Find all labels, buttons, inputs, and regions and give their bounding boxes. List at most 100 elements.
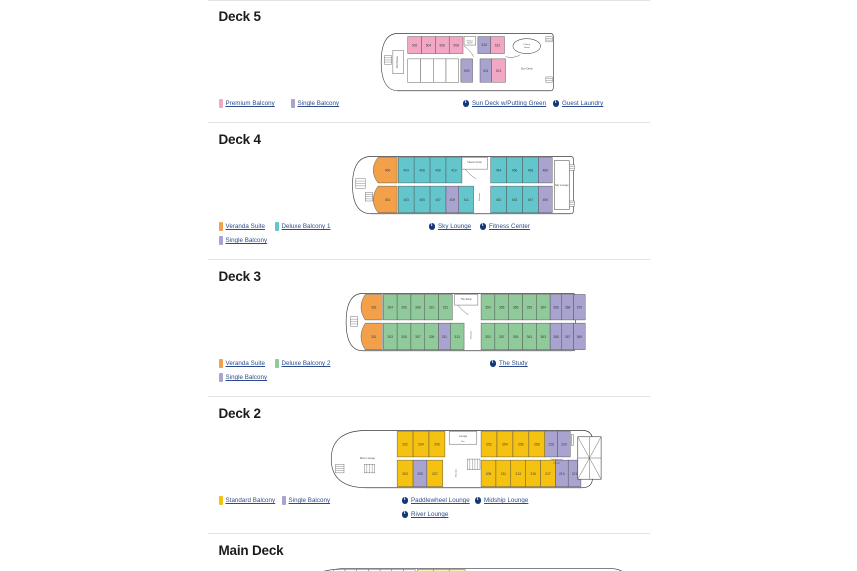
deck-structure xyxy=(453,294,478,306)
cabin-508[interactable] xyxy=(448,36,463,54)
deck-structure xyxy=(419,58,433,83)
room-label: 401 xyxy=(384,198,390,202)
legend-label: Paddlewheel Lounge xyxy=(411,497,470,504)
cabin-301[interactable] xyxy=(360,322,382,350)
cabin-number: 307 xyxy=(415,335,421,339)
room-label: Elevator xyxy=(478,193,481,201)
cabin-number: 252 xyxy=(486,443,492,447)
info-icon: i xyxy=(552,100,559,107)
cabin-number: 370 xyxy=(576,306,582,310)
cabin-302[interactable] xyxy=(360,294,382,321)
cabin-number: 502 xyxy=(411,44,417,48)
corridor-line xyxy=(463,45,474,57)
room-label: River Lounge xyxy=(359,456,375,460)
legend-item-single-balcony[interactable]: Single Balcony xyxy=(281,496,331,505)
cabin-number: 207 xyxy=(432,472,438,476)
cabin-206[interactable] xyxy=(428,431,445,458)
cabin-number: 411 xyxy=(463,198,468,202)
cabin-401[interactable] xyxy=(372,185,397,213)
legend-label: Veranda Suite xyxy=(225,360,266,367)
cabin-104[interactable] xyxy=(416,569,433,571)
cabin-509[interactable] xyxy=(460,58,473,83)
cabin-number: 508 xyxy=(453,44,459,48)
room-label: The Study xyxy=(460,298,472,301)
single-balcony-swatch xyxy=(218,373,223,382)
cabin-312[interactable] xyxy=(437,294,453,321)
deck-structure xyxy=(392,50,404,74)
legend-label: Midship Lounge xyxy=(484,497,529,504)
legend-item-single-balcony[interactable]: Single Balcony xyxy=(290,99,340,108)
cabin-number: 215 xyxy=(530,472,536,476)
single-balcony-swatch xyxy=(218,236,223,245)
deck-structure xyxy=(570,434,574,446)
legend-item-deluxe-balcony-2[interactable]: Deluxe Balcony 2 xyxy=(274,359,331,368)
deck-structure xyxy=(461,157,488,170)
room-label: Bar xyxy=(461,441,464,443)
cabin-number: 209 xyxy=(485,472,491,476)
veranda-suite-swatch xyxy=(218,222,223,231)
cabin-400[interactable] xyxy=(372,157,397,184)
cabin-number: 513 xyxy=(495,69,501,73)
cabin-207[interactable] xyxy=(426,459,443,487)
legend-item-single-balcony[interactable]: Single Balcony xyxy=(218,373,268,382)
deck-plan-main-deck[interactable]: 104106108103105107RestaurantGalley xyxy=(208,561,650,571)
cabin-411[interactable] xyxy=(458,185,474,213)
legend-item-premium-balcony[interactable]: Premium Balcony xyxy=(218,99,275,108)
legend-item-veranda-suite[interactable]: Veranda Suite xyxy=(218,222,266,231)
room-label: Elevator xyxy=(469,331,472,339)
cabin-370[interactable] xyxy=(572,294,585,321)
legend-item-deluxe-balcony-1[interactable]: Deluxe Balcony 1 xyxy=(274,222,331,231)
legend-item-standard-balcony[interactable]: Standard Balcony xyxy=(218,496,276,505)
cabin-number: 456 xyxy=(511,169,517,173)
single-balcony-swatch xyxy=(281,496,286,505)
cabin-number: 312 xyxy=(442,306,448,310)
deck-structure xyxy=(379,569,392,571)
cabin-number: 366 xyxy=(553,306,559,310)
cabin-512[interactable] xyxy=(489,36,505,54)
cabin-460[interactable] xyxy=(537,157,552,184)
legend-label: Standard Balcony xyxy=(225,497,276,504)
cabin-106[interactable] xyxy=(432,569,449,571)
cabin-369[interactable] xyxy=(572,322,585,350)
legend-item-single-balcony[interactable]: Single Balcony xyxy=(218,236,268,245)
legend-row: Single Balcony xyxy=(218,373,650,385)
cabin-313[interactable] xyxy=(449,322,464,350)
deck-structure xyxy=(553,160,570,210)
cabin-108[interactable] xyxy=(448,569,465,571)
deluxe-balcony-1-swatch xyxy=(274,222,279,231)
cabin-number: 258 xyxy=(534,443,540,447)
cabin-number: 407 xyxy=(435,198,441,202)
cabin-459[interactable] xyxy=(537,185,552,213)
cabin-230[interactable] xyxy=(556,431,571,458)
cabin-410[interactable] xyxy=(445,157,462,184)
legend-label: Sun Deck w/Putting Green xyxy=(472,100,547,107)
single-balcony-swatch xyxy=(290,99,295,108)
info-icon: i xyxy=(462,100,469,107)
stairs xyxy=(568,200,575,207)
corridor-line xyxy=(464,168,476,179)
legend-item-veranda-suite[interactable]: Veranda Suite xyxy=(218,359,266,368)
cabin-513[interactable] xyxy=(490,58,506,83)
legend-label: Sky Lounge xyxy=(438,223,472,230)
deck-structure xyxy=(445,58,459,83)
cabin-number: 460 xyxy=(542,169,548,173)
cabin-number: 454 xyxy=(495,169,501,173)
